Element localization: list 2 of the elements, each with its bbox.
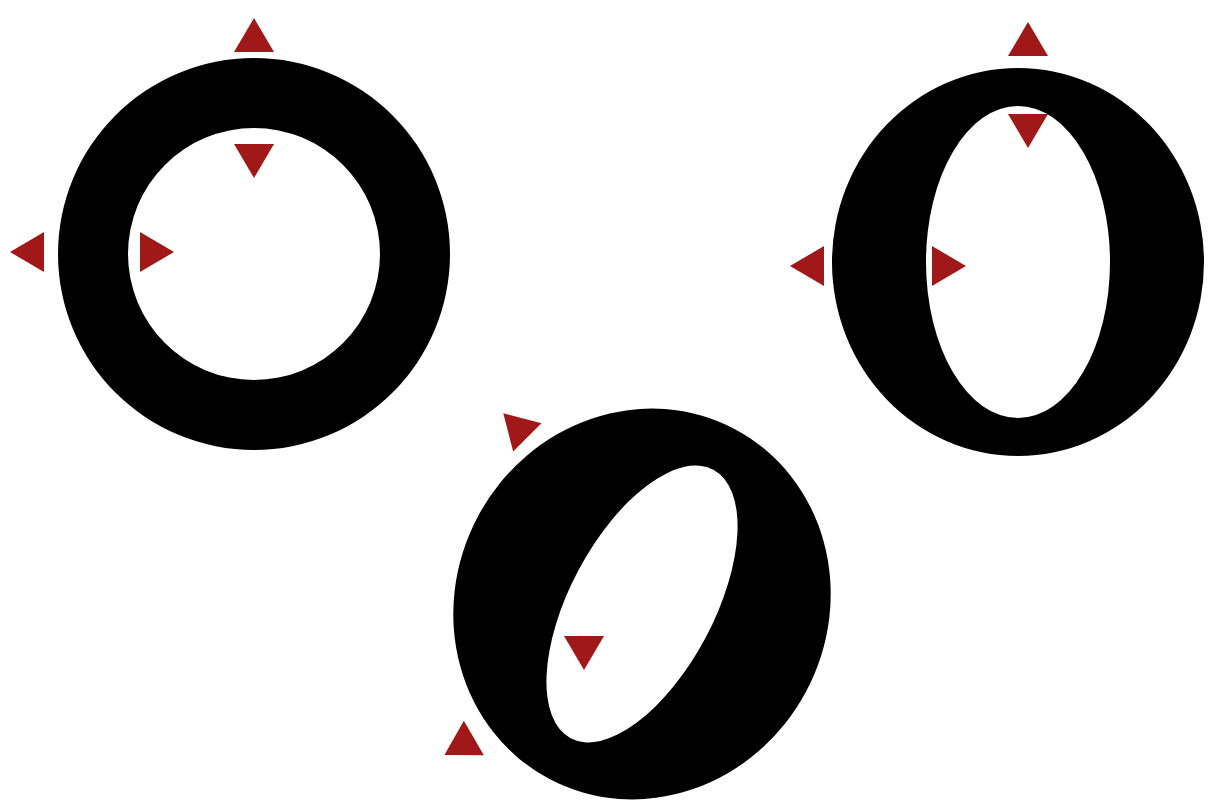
letter-o-drawing bbox=[58, 58, 450, 450]
letter-o-drawing bbox=[832, 68, 1204, 456]
